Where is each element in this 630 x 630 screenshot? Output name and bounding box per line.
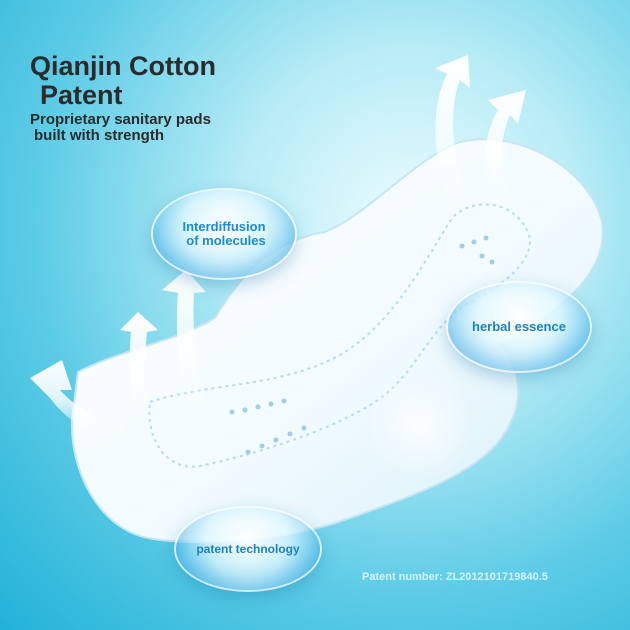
feature-bubble-label: herbal essence xyxy=(472,319,566,334)
upward-arrow-icon xyxy=(162,270,206,408)
feature-bubble-molecules: Interdiffusion of molecules xyxy=(153,190,295,278)
feature-bubble-label-line-2: of molecules xyxy=(186,233,266,248)
upward-arrow-icon xyxy=(30,360,125,442)
patent-number: Patent number: ZL2012101719840.5 xyxy=(362,571,548,583)
feature-bubble-herbal: herbal essence xyxy=(448,283,590,371)
feature-bubble-label: patent technology xyxy=(196,542,300,556)
subtitle-line-2: built with strength xyxy=(34,127,164,144)
feature-bubble-patent-technology: patent technology xyxy=(176,508,320,590)
upward-arrow-icon xyxy=(435,55,470,214)
title-line-2: Patent xyxy=(40,80,123,110)
upward-arrow-icon xyxy=(120,312,158,422)
title-line-1: Qianjin Cotton xyxy=(30,51,216,81)
feature-bubble-label: Interdiffusion of molecules xyxy=(182,220,265,248)
feature-bubble-label-line-1: Interdiffusion xyxy=(182,219,266,234)
upward-arrow-icon xyxy=(485,90,526,205)
subtitle-line-1: Proprietary sanitary pads xyxy=(30,111,211,128)
page-title: Qianjin Cotton Patent xyxy=(30,52,216,110)
subtitle: Proprietary sanitary pads built with str… xyxy=(30,112,211,144)
